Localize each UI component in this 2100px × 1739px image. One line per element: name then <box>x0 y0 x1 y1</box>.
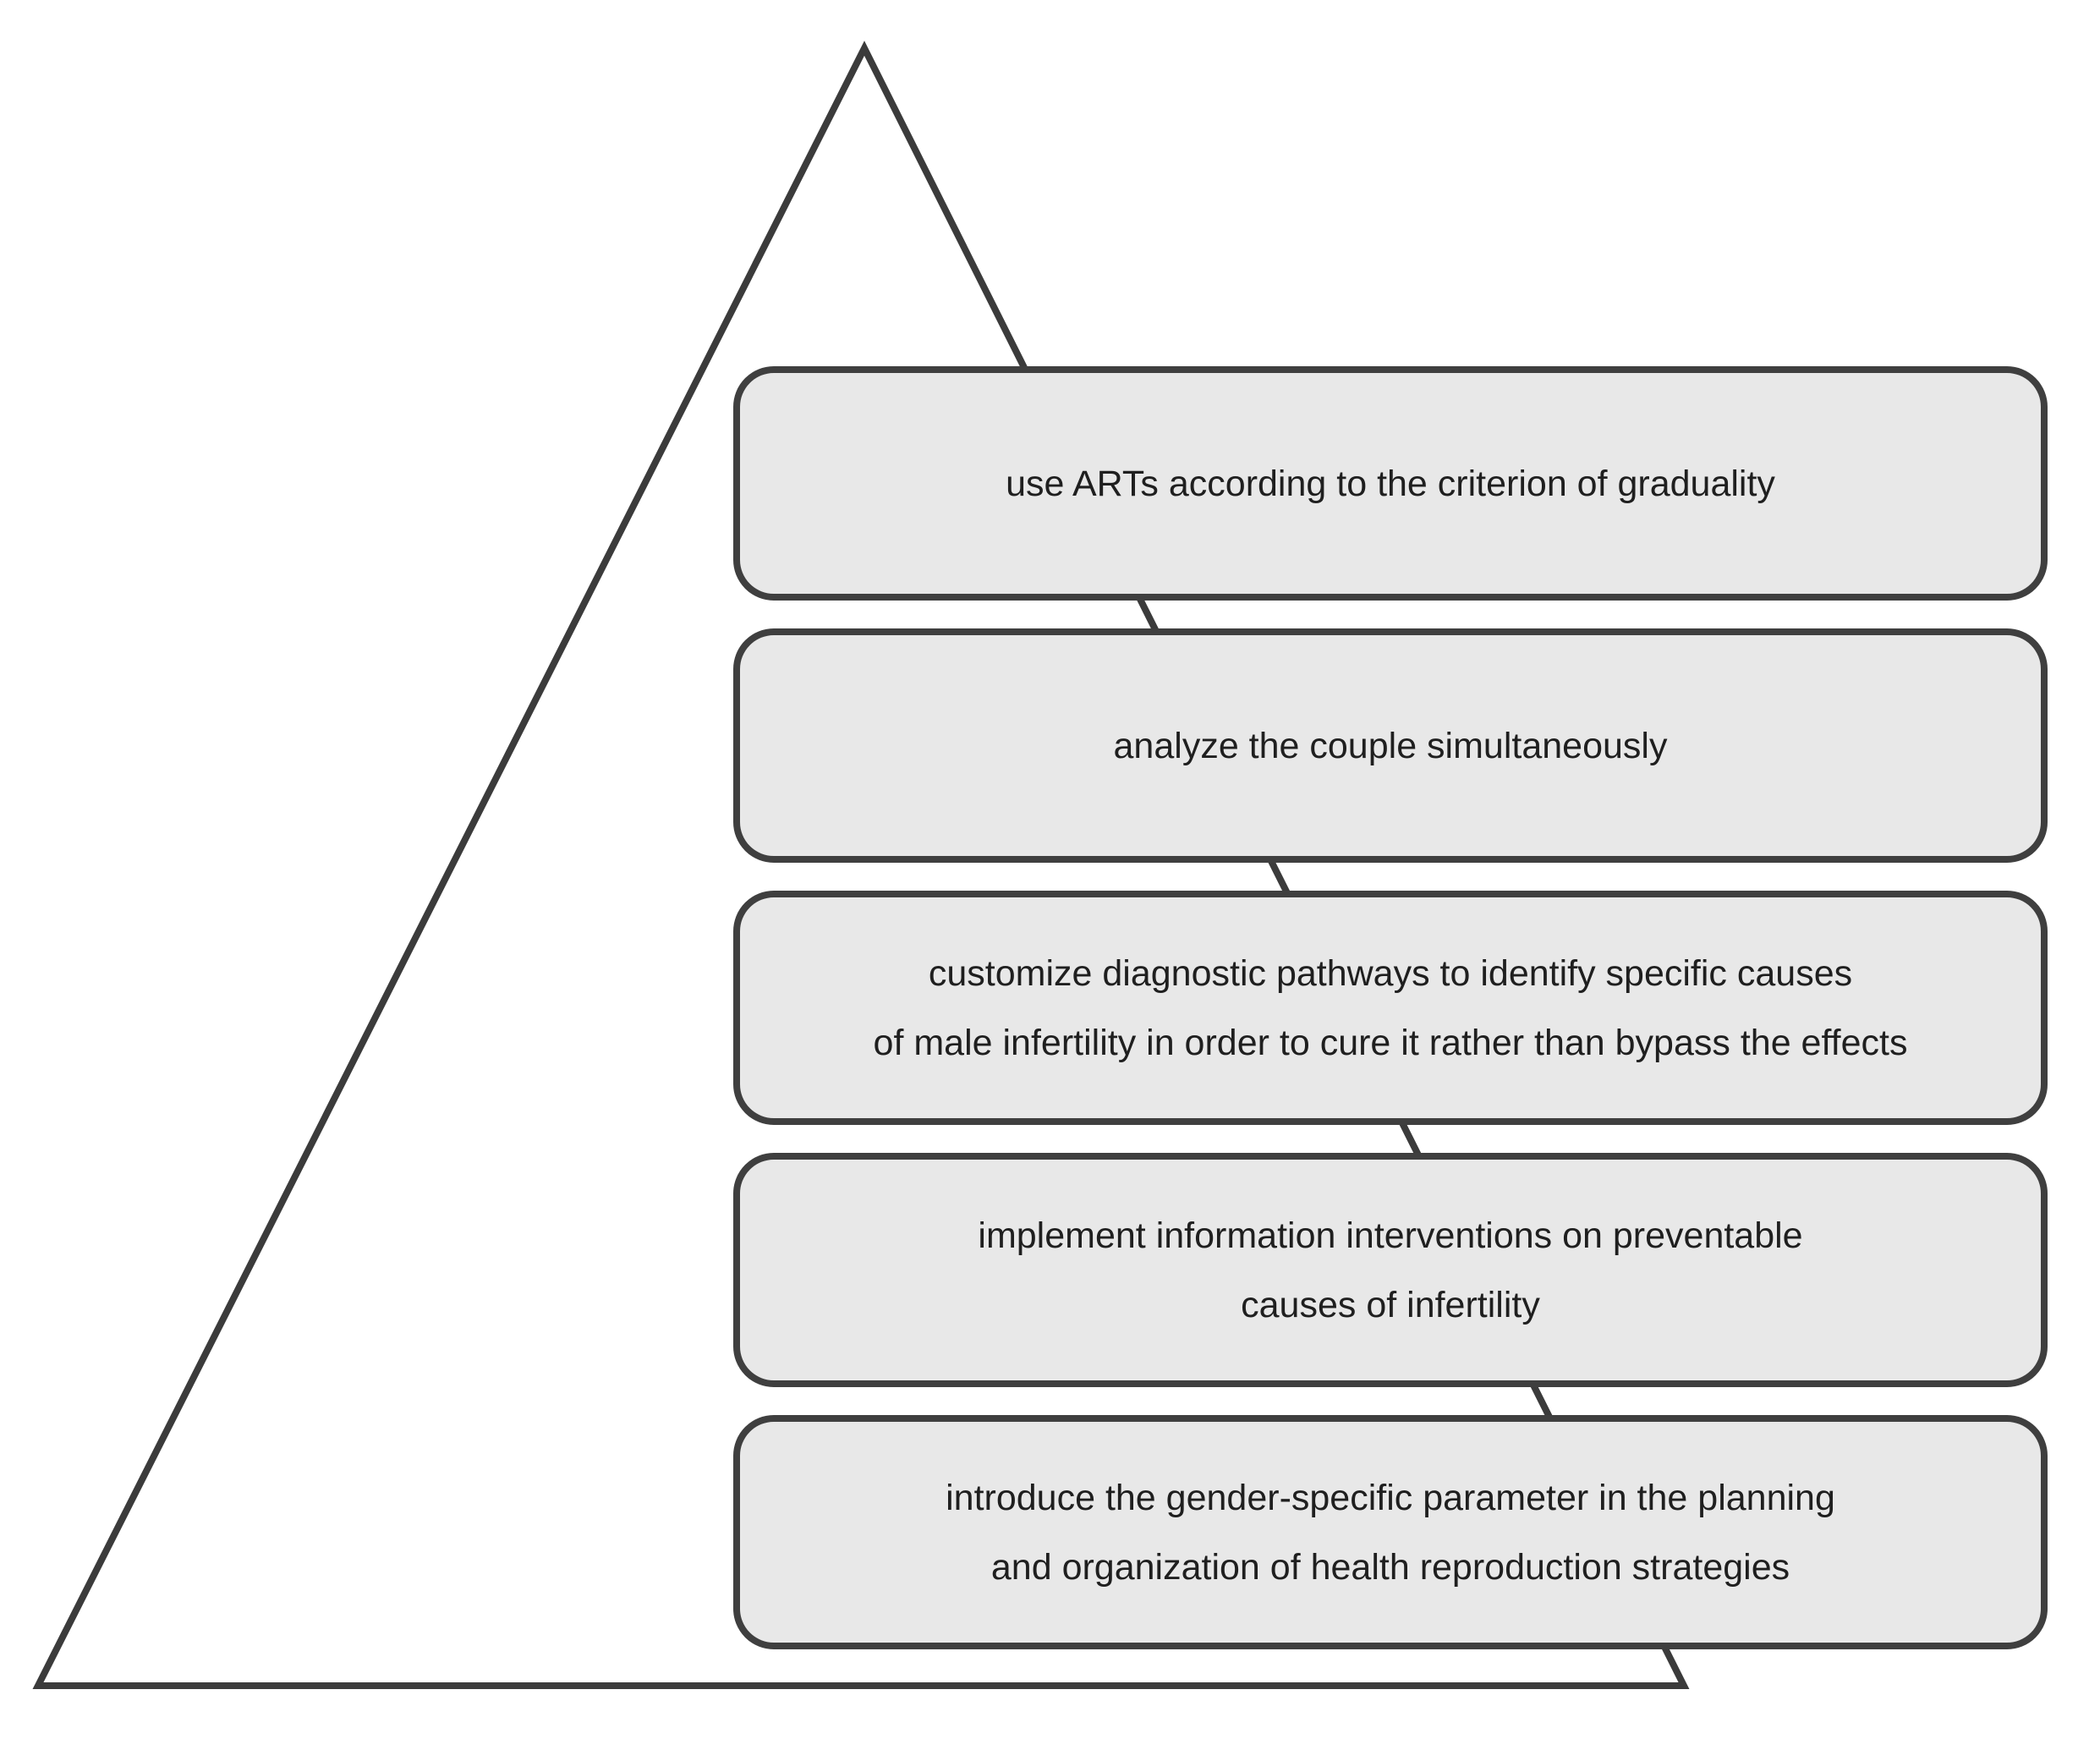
pyramid-level-5-label-line-1: introduce the gender-specific parameter … <box>946 1477 1835 1518</box>
pyramid-level-4-label-line-1: implement information interventions on p… <box>978 1215 1803 1256</box>
pyramid-level-1: use ARTs according to the criterion of g… <box>733 366 2048 601</box>
pyramid-level-3-label-line-1: customize diagnostic pathways to identif… <box>928 952 1853 994</box>
pyramid-level-5: introduce the gender-specific parameter … <box>733 1415 2048 1649</box>
triangle-outline <box>32 41 1690 1689</box>
pyramid-level-4: implement information interventions on p… <box>733 1153 2048 1387</box>
pyramid-level-2: analyze the couple simultaneously <box>733 628 2048 863</box>
pyramid-level-5-label-line-2: and organization of health reproduction … <box>990 1546 1790 1588</box>
pyramid-level-1-label: use ARTs according to the criterion of g… <box>1006 463 1775 504</box>
pyramid-level-3: customize diagnostic pathways to identif… <box>733 891 2048 1125</box>
pyramid-level-4-label-line-2: causes of infertility <box>1241 1284 1540 1325</box>
pyramid-level-2-label: analyze the couple simultaneously <box>1113 725 1668 766</box>
pyramid-level-3-label-line-2: of male infertility in order to cure it … <box>873 1022 1908 1063</box>
